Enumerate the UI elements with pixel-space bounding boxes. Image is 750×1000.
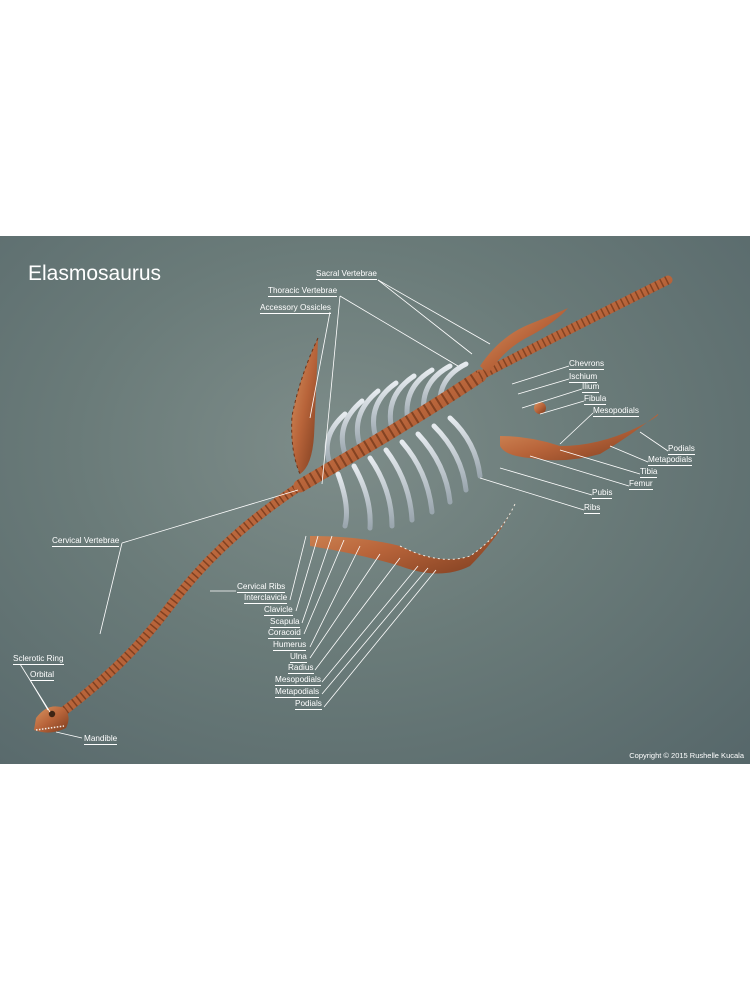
label-accessory-ossicles: Accessory Ossicles — [260, 303, 331, 314]
label-radius: Radius — [288, 663, 314, 674]
label-mesopodials-fore: Mesopodials — [275, 675, 321, 686]
label-metapodials-fore: Metapodials — [275, 687, 320, 698]
label-podials-fore: Podials — [295, 699, 322, 710]
label-humerus: Humerus — [273, 640, 307, 651]
label-pubis: Pubis — [592, 488, 613, 499]
label-mandible: Mandible — [84, 734, 118, 745]
label-ribs: Ribs — [584, 503, 601, 514]
label-ischium: Ischium — [569, 372, 598, 383]
tail-spine — [475, 275, 673, 381]
label-femur: Femur — [629, 479, 653, 490]
diagram-title: Elasmosaurus — [28, 262, 162, 285]
front-flipper-right — [310, 503, 516, 574]
label-scapula: Scapula — [270, 617, 300, 628]
skull — [34, 706, 69, 733]
front-flipper-left — [291, 337, 319, 475]
label-ulna: Ulna — [290, 652, 307, 663]
leader-lines — [19, 279, 669, 739]
label-fibula: Fibula — [584, 394, 607, 405]
neck-spine — [55, 481, 305, 719]
label-thoracic-vertebrae: Thoracic Vertebrae — [268, 286, 338, 297]
label-sacral-vertebrae: Sacral Vertebrae — [316, 269, 377, 280]
label-ilium: Ilium — [582, 382, 600, 393]
diagram-plate: Elasmosaurus Sacral Vertebrae Thoracic V… — [0, 236, 750, 764]
label-cervical-ribs: Cervical Ribs — [237, 582, 286, 593]
label-metapodials-hind: Metapodials — [648, 455, 693, 466]
label-podials-hind: Podials — [668, 444, 695, 455]
label-coracoid: Coracoid — [268, 628, 301, 639]
skeleton-illustration — [19, 275, 673, 739]
trunk-spine — [293, 369, 487, 493]
label-orbital: Orbital — [30, 670, 55, 681]
label-chevrons: Chevrons — [569, 359, 605, 370]
label-cervical-vertebrae: Cervical Vertebrae — [52, 536, 120, 547]
label-tibia: Tibia — [640, 467, 658, 478]
copyright-notice: Copyright © 2015 Rushelle Kucala — [629, 751, 744, 760]
label-interclavicle: Interclavicle — [244, 593, 288, 604]
hind-flipper-upper — [480, 308, 568, 374]
label-sclerotic-ring: Sclerotic Ring — [13, 654, 64, 665]
label-clavicle: Clavicle — [264, 605, 293, 616]
hind-flipper-right — [500, 402, 659, 461]
label-mesopodials-hind: Mesopodials — [593, 406, 639, 417]
